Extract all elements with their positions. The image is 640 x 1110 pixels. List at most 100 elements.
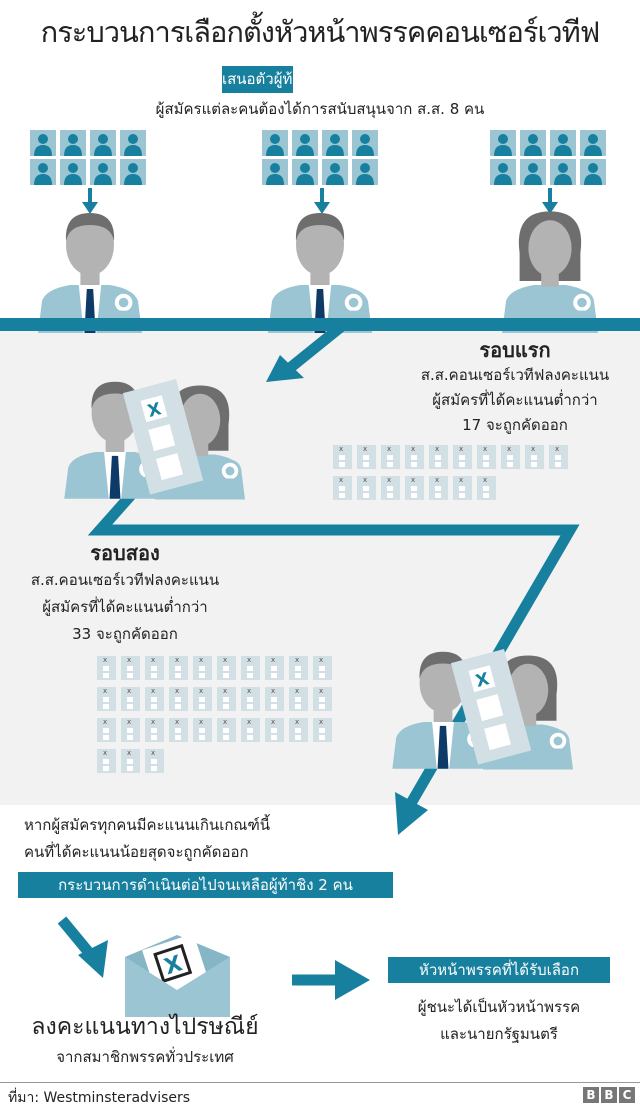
- ballot-icon: x: [265, 687, 284, 711]
- arrow-down-icon: [82, 188, 98, 214]
- result-line: ผู้ชนะได้เป็นหัวหน้าพรรค: [417, 998, 581, 1016]
- round1-heading: รอบแรก: [479, 338, 551, 362]
- ballot-icon: x: [97, 656, 116, 680]
- result-label: หัวหน้าพรรคที่ได้รับเลือก: [388, 957, 610, 983]
- ballot-icon: x: [97, 687, 116, 711]
- ballot-icon: x: [193, 656, 212, 680]
- supporter-icon: [262, 159, 288, 185]
- ballot-mark: X: [162, 951, 186, 980]
- ballot-icon: x: [501, 445, 520, 469]
- ballot-icon: x: [313, 656, 332, 680]
- round2-line: ส.ส.คอนเซอร์เวทีฟลงคะแนน: [30, 571, 220, 589]
- supporter-icon: [30, 130, 56, 156]
- ballot-icon: x: [289, 718, 308, 742]
- supporter-icon: [322, 130, 348, 156]
- supporter-icon: [120, 130, 146, 156]
- supporter-icon: [520, 130, 546, 156]
- ballot-icon: x: [193, 718, 212, 742]
- round2-line: 33 จะถูกคัดออก: [72, 625, 178, 643]
- supporter-icon: [322, 159, 348, 185]
- supporter-icon: [520, 159, 546, 185]
- result-line: และนายกรัฐมนตรี: [440, 1025, 558, 1043]
- round1-line: ส.ส.คอนเซอร์เวทีฟลงคะแนน: [420, 366, 610, 384]
- supporter-icon: [580, 130, 606, 156]
- ballot-icon: x: [453, 445, 472, 469]
- arrow-head-icon: [395, 792, 428, 835]
- ballot-icon: x: [145, 687, 164, 711]
- postal-subtitle: จากสมาชิกพรรคทั่วประเทศ: [56, 1048, 234, 1066]
- ballot-icon: x: [313, 718, 332, 742]
- source-text: ที่มา: Westminsteradvisers: [8, 1090, 191, 1106]
- bbc-logo: B B C: [583, 1087, 635, 1103]
- ballot-icon: x: [241, 718, 260, 742]
- ballot-icon: x: [429, 445, 448, 469]
- ballot-icon: x: [265, 656, 284, 680]
- ballot-icon: x: [193, 687, 212, 711]
- round1-line: 17 จะถูกคัดออก: [462, 416, 568, 434]
- continue-note-line: คนที่ได้คะแนนน้อยสุดจะถูกคัดออก: [24, 843, 249, 861]
- footer-divider: [0, 1082, 640, 1083]
- candidate-pair-illustration: X: [392, 648, 573, 770]
- ballot-icon: x: [477, 445, 496, 469]
- ballot-icon: x: [405, 476, 424, 500]
- supporter-icon: [30, 159, 56, 185]
- ballot-icon: x: [217, 656, 236, 680]
- supporter-icon: [550, 130, 576, 156]
- svg-text:X: X: [474, 669, 492, 692]
- ballot-icon: x: [381, 445, 400, 469]
- round2-text: รอบสอง ส.ส.คอนเซอร์เวทีฟลงคะแนน ผู้สมัคร…: [0, 540, 250, 648]
- supporter-icon: [580, 159, 606, 185]
- ballot-icon: x: [289, 687, 308, 711]
- ballot-icon: x: [145, 718, 164, 742]
- ballot-icon: x: [357, 445, 376, 469]
- ballot-icon: x: [405, 445, 424, 469]
- ballot-icon: x: [97, 718, 116, 742]
- ballot-icon: x: [477, 476, 496, 500]
- ballot-icon: x: [121, 656, 140, 680]
- supporter-icon: [550, 159, 576, 185]
- result-text: ผู้ชนะได้เป็นหัวหน้าพรรค และนายกรัฐมนตรี: [388, 994, 610, 1048]
- arrow-head-icon: [78, 940, 108, 978]
- ballot-icon: x: [549, 445, 568, 469]
- ballot-icon: x: [289, 656, 308, 680]
- postal-heading: ลงคะแนนทางไปรษณีย์: [31, 1014, 259, 1040]
- ballot-icon: x: [333, 445, 352, 469]
- round1-line: ผู้สมัครที่ได้คะแนนต่ำกว่า: [432, 391, 598, 409]
- nomination-subtitle: ผู้สมัครแต่ละคนต้องได้การสนับสนุนจาก ส.ส…: [155, 100, 485, 118]
- candidates-illustration: [38, 211, 598, 333]
- supporter-icon: [490, 130, 516, 156]
- supporter-icon: [90, 159, 116, 185]
- supporter-icon: [292, 159, 318, 185]
- ballot-icon: x: [217, 718, 236, 742]
- ballot-icon: x: [357, 476, 376, 500]
- supporter-icon: [60, 159, 86, 185]
- ballot-icon: x: [97, 749, 116, 773]
- ballot-icon: x: [121, 718, 140, 742]
- arrow-head-icon: [266, 355, 304, 382]
- ballot-icon: x: [169, 687, 188, 711]
- ballot-paper-icon: X: [450, 648, 532, 765]
- ballot-icon: x: [525, 445, 544, 469]
- ballot-icon: x: [217, 687, 236, 711]
- arrow-down-icon: [542, 188, 558, 214]
- supporter-icon: [262, 130, 288, 156]
- ballot-paper-icon: X: [122, 378, 204, 495]
- supporter-icon: [352, 159, 378, 185]
- ballot-icon: x: [453, 476, 472, 500]
- ballot-icon: x: [241, 656, 260, 680]
- ballot-icon: x: [169, 718, 188, 742]
- arrow-head-icon: [335, 960, 370, 1000]
- svg-text:X: X: [146, 399, 164, 422]
- ballot-icon: x: [121, 687, 140, 711]
- supporter-icon: [90, 130, 116, 156]
- ballot-icon: x: [429, 476, 448, 500]
- divider-band: [0, 318, 640, 331]
- supporter-icon: [292, 130, 318, 156]
- round1-text: รอบแรก ส.ส.คอนเซอร์เวทีฟลงคะแนน ผู้สมัคร…: [390, 338, 640, 438]
- supporter-icon: [490, 159, 516, 185]
- supporter-icon: [120, 159, 146, 185]
- continue-note-line: หากผู้สมัครทุกคนมีคะแนนเกินเกณฑ์นี้: [24, 816, 271, 834]
- candidate-man-icon: [64, 381, 166, 499]
- ballot-icon: x: [313, 687, 332, 711]
- arrow-down-icon: [314, 188, 330, 214]
